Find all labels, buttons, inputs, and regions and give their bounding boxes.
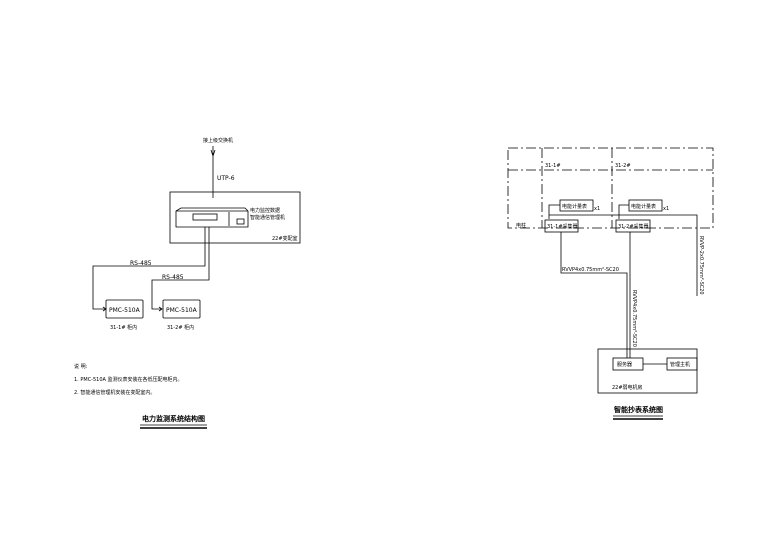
device-label-1: 电力监控数据	[250, 207, 280, 214]
room-label: 22#弱电机房	[612, 384, 643, 391]
meter-2-model: PMC-510A	[166, 307, 198, 314]
diagram-title: 电力监测系统结构图	[142, 414, 205, 423]
building-zone-frame	[507, 147, 714, 229]
cable-right-label: RVVP-2x0.75mm²-SC20	[698, 236, 704, 295]
substation-room-box	[169, 191, 301, 244]
meter-2-qty: x1	[663, 206, 669, 212]
meter-box-1	[105, 299, 144, 319]
collector-box-2	[615, 219, 651, 233]
uplink-cable-label: UTP-6	[217, 175, 235, 182]
zone-2-label: 31-2#	[615, 163, 631, 169]
diagram-title: 智能抄表系统图	[614, 405, 663, 414]
meter-1-label: 电能计量表	[562, 203, 587, 210]
cable-horizontal-label: RVVP4x0.75mm²-SC20	[562, 267, 619, 273]
meter-link-lines	[548, 204, 629, 219]
rs485-line-2	[151, 227, 210, 310]
collector-1-label: 31-1#采集器	[547, 223, 578, 230]
host-label: 管理主机	[670, 361, 690, 368]
note-1: 1. PMC-510A 监测仪表安装在各低压配电柜内。	[74, 376, 183, 383]
power-monitoring-diagram: 接上级交换机 UTP-6 电力监控数据 智能通信管理机 22#变配室 RS-48…	[74, 137, 301, 429]
control-room-box	[597, 348, 698, 394]
note-2: 2. 智能通信管理机安装在变配室内。	[74, 389, 155, 396]
room-label: 22#变配室	[272, 235, 298, 242]
cable-vertical-label: RVVP4x0.75mm²-SC20	[631, 290, 637, 347]
collector-box-1	[544, 219, 579, 233]
meter-box-2	[628, 199, 663, 212]
smart-metering-diagram: 31-1# 31-2# 电柱 电能计量表 电能计量表 x1 x1 31-1#采集…	[507, 147, 714, 420]
meter-box-1	[559, 199, 594, 212]
meter-1-model: PMC-510A	[109, 307, 141, 314]
meter-box-2	[162, 299, 201, 319]
meter-1-qty: x1	[594, 206, 600, 212]
server-label: 服务器	[617, 361, 632, 368]
meter-2-label: 电能计量表	[631, 203, 656, 210]
uplink-label: 接上级交换机	[203, 137, 233, 144]
comm-manager-device-icon	[175, 207, 249, 228]
bus1-label: RS-485	[130, 260, 152, 267]
device-label-2: 智能通信管理机	[250, 214, 285, 221]
row-label: 电柱	[516, 222, 526, 229]
uplink-arrow-icon	[210, 146, 216, 198]
bus-line	[549, 214, 698, 296]
meter-1-location: 31-1# 柜内	[110, 324, 137, 331]
cable-line-1	[560, 232, 628, 358]
bus2-label: RS-485	[162, 274, 184, 281]
meter-2-location: 31-2# 柜内	[167, 324, 194, 331]
notes-heading: 说 明:	[74, 363, 88, 370]
zone-1-label: 31-1#	[545, 163, 561, 169]
rs485-line-1	[92, 227, 206, 310]
collector-2-label: 31-2#采集器	[618, 223, 649, 230]
